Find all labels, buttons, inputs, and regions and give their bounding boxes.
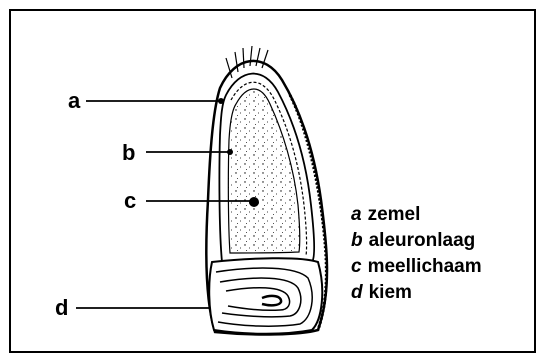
legend-key-c: c	[351, 256, 362, 277]
legend-key-a: a	[351, 204, 362, 225]
label-d: d	[55, 297, 68, 319]
label-a: a	[68, 90, 80, 112]
label-c: c	[124, 190, 136, 212]
legend-key-d: d	[351, 282, 363, 303]
legend-text-b: aleuronlaag	[369, 230, 476, 251]
legend-key-b: b	[351, 230, 363, 251]
legend-item-b: b aleuronlaag	[351, 228, 482, 254]
endosperm-point	[249, 197, 259, 207]
leader-dot-a	[218, 98, 224, 104]
grain-germ	[209, 258, 322, 334]
leader-dot-b	[227, 149, 233, 155]
legend-item-c: c meellichaam	[351, 254, 482, 280]
label-b: b	[122, 142, 135, 164]
legend-text-c: meellichaam	[368, 256, 482, 277]
legend-text-d: kiem	[369, 282, 412, 303]
legend-text-a: zemel	[368, 204, 421, 225]
